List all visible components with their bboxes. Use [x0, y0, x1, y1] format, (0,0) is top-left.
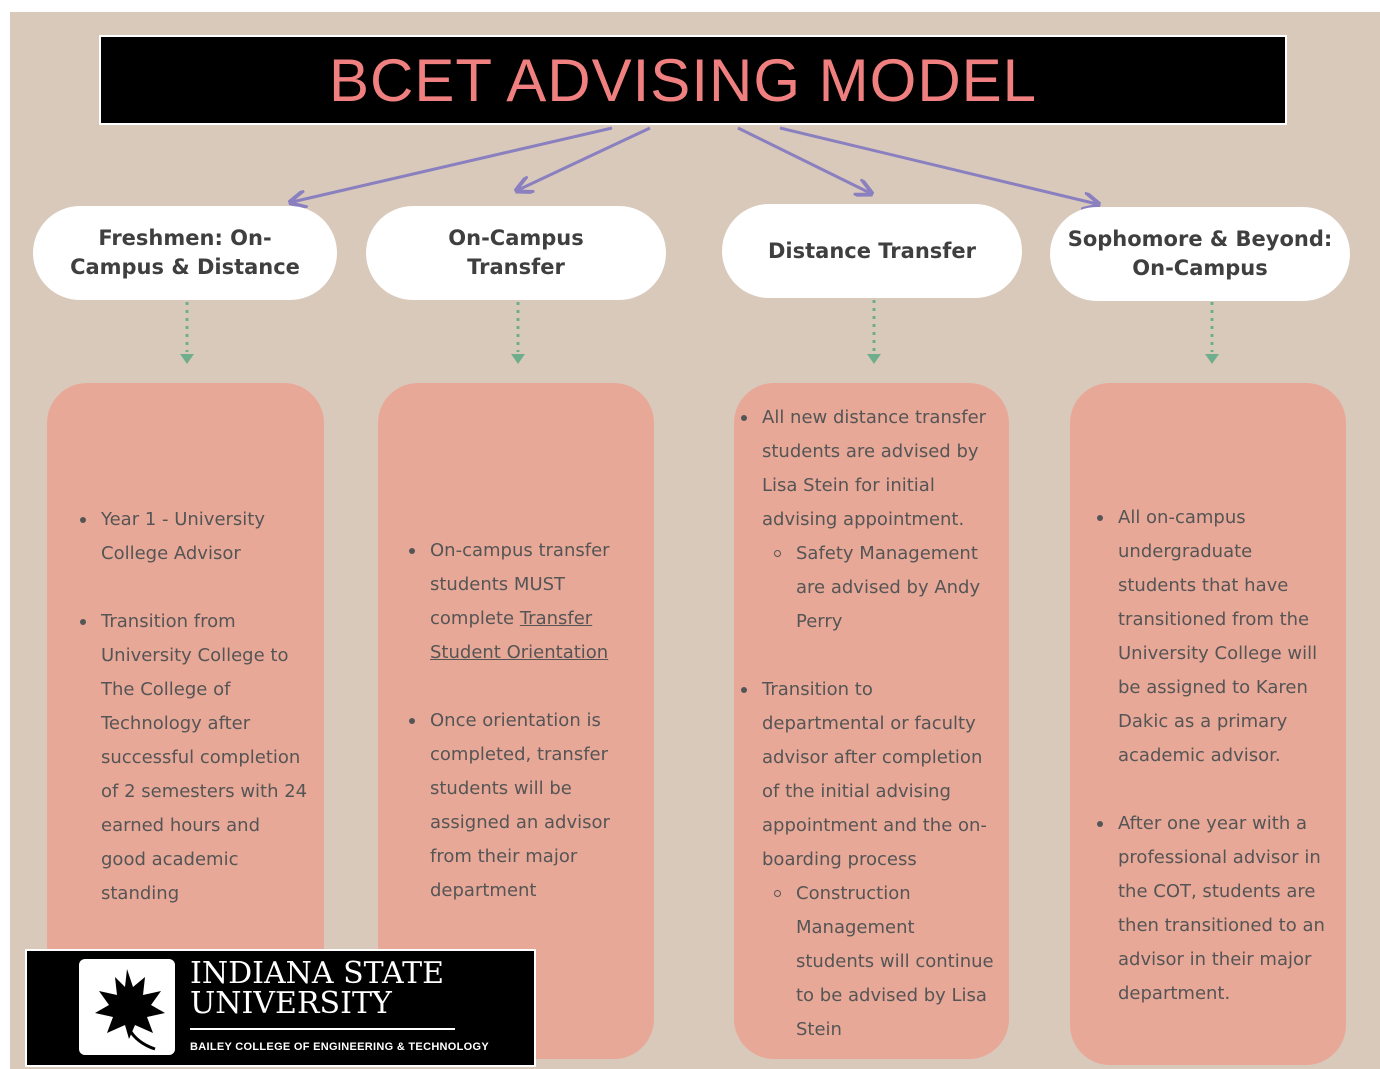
card-distance-transfer-list: All new distance transfer students are a…: [738, 401, 995, 1047]
list-item: Once orientation is completed, transfer …: [406, 704, 632, 908]
spacer: [738, 639, 995, 673]
spacer: [406, 670, 632, 704]
card-freshmen-list: Year 1 - University College Advisor Tran…: [77, 503, 310, 911]
card-freshmen: Year 1 - University College Advisor Tran…: [47, 383, 324, 1059]
list-item: All on-campus undergraduate students tha…: [1094, 501, 1330, 773]
list-item: Year 1 - University College Advisor: [77, 503, 310, 571]
card-sophomore-beyond-list: All on-campus undergraduate students tha…: [1094, 501, 1330, 1011]
category-freshmen: Freshmen: On-Campus & Distance: [33, 206, 337, 300]
category-freshmen-label: Freshmen: On-Campus & Distance: [70, 226, 300, 279]
list-item: Transition from University College to Th…: [77, 605, 310, 911]
spacer: [77, 571, 310, 605]
list-item: All new distance transfer students are a…: [738, 401, 995, 537]
list-item: After one year with a professional advis…: [1094, 807, 1330, 1011]
diagram-title: BCET ADVISING MODEL: [328, 46, 1038, 114]
sub-list-item: Construction Management students will co…: [738, 877, 995, 1047]
list-item-text: On-campus transfer students MUST complet…: [430, 540, 610, 629]
category-sophomore-beyond: Sophomore & Beyond: On-Campus: [1050, 207, 1350, 301]
category-sophomore-beyond-label: Sophomore & Beyond: On-Campus: [1067, 227, 1333, 280]
logo-university-name: INDIANA STATE UNIVERSITY: [190, 956, 444, 1021]
title-banner: BCET ADVISING MODEL: [99, 35, 1287, 125]
list-item: Transition to departmental or faculty ad…: [738, 673, 995, 877]
card-on-campus-transfer: On-campus transfer students MUST complet…: [378, 383, 654, 1059]
transfer-orientation-link[interactable]: Transfer Student Orientation: [430, 608, 609, 663]
sub-list-item: Safety Management are advised by Andy Pe…: [738, 537, 995, 639]
card-sophomore-beyond: All on-campus undergraduate students tha…: [1070, 383, 1346, 1065]
isu-logo: INDIANA STATE UNIVERSITY BAILEY COLLEGE …: [25, 949, 536, 1067]
maple-leaf-icon: [79, 959, 175, 1055]
logo-college-name: BAILEY COLLEGE OF ENGINEERING & TECHNOLO…: [190, 1041, 490, 1053]
category-distance-transfer-label: Distance Transfer: [767, 238, 977, 263]
card-distance-transfer: All new distance transfer students are a…: [734, 383, 1009, 1059]
category-distance-transfer: Distance Transfer: [722, 204, 1022, 298]
spacer: [1094, 773, 1330, 807]
list-item: On-campus transfer students MUST complet…: [406, 534, 632, 670]
logo-divider: [190, 1028, 455, 1030]
card-on-campus-transfer-list: On-campus transfer students MUST complet…: [406, 534, 632, 908]
category-on-campus-transfer-label: On-Campus Transfer: [448, 226, 584, 279]
category-on-campus-transfer: On-Campus Transfer: [366, 206, 666, 300]
